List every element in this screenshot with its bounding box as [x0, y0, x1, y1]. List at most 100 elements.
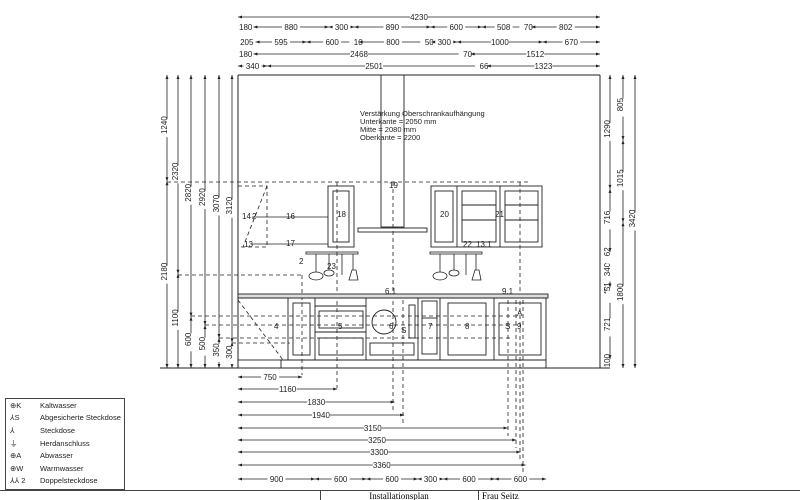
- label-13-1: 13.1: [476, 240, 492, 249]
- legend-label: Abwasser: [40, 451, 73, 461]
- dimension-value: 180: [239, 50, 253, 59]
- label-21: 21: [495, 210, 504, 219]
- note-line: Mitte = 2080 mm: [360, 125, 416, 134]
- label-16: 16: [286, 212, 295, 221]
- dimension-value: 750: [263, 373, 277, 382]
- dimension-label-bg: [282, 23, 301, 31]
- waste-water-icon: ⊕A: [10, 451, 22, 461]
- dimension-value: 3420: [628, 209, 637, 227]
- dimension-label-bg: [243, 62, 262, 70]
- utensil-rails: [305, 251, 483, 281]
- dimension-label-bg: [174, 311, 182, 330]
- dimension-value: 1240: [160, 116, 169, 134]
- note-title: Verstärkung Oberschrankaufhängung: [360, 109, 485, 118]
- dimension-value: 600: [334, 475, 348, 484]
- dimension-value: 300: [225, 345, 234, 359]
- secured-socket-icon: ⅄S: [10, 413, 20, 423]
- dimension-value: 350: [212, 343, 221, 357]
- label-4: 4: [274, 322, 279, 331]
- dimension-value: 62: [603, 247, 612, 256]
- note-line: Unterkante = 2050 mm: [360, 117, 437, 126]
- dimension-value: 100: [603, 353, 612, 367]
- dimension-value: 50: [425, 38, 434, 47]
- plan-title: Installationsplan: [320, 491, 474, 500]
- legend-item: ⅄⅄ 2 Doppelsteckdose: [6, 475, 124, 488]
- dimension-label-bg: [331, 475, 350, 483]
- note-line: Oberkante = 2200: [360, 133, 420, 142]
- dimension-value: 670: [565, 38, 579, 47]
- dimension-label-bg: [458, 50, 477, 58]
- dimension-value: 1940: [312, 411, 330, 420]
- dimension-value: 340: [246, 62, 260, 71]
- dimension-label-bg: [365, 62, 384, 70]
- dimension-value: 600: [514, 475, 528, 484]
- dimension-value: 340: [603, 262, 612, 276]
- legend-item: ⏚ Herdanschluss: [6, 437, 124, 450]
- dimension-label-bg: [312, 411, 331, 419]
- dimension-label-bg: [562, 38, 581, 46]
- dimension-label-bg: [323, 38, 342, 46]
- dimension-value: 600: [184, 332, 193, 346]
- dimension-value: 1323: [534, 62, 552, 71]
- dimension-label-bg: [606, 245, 614, 264]
- dimension-label-bg: [174, 165, 182, 184]
- dimension-value: 3300: [370, 448, 388, 457]
- dimension-label-bg: [215, 344, 223, 363]
- label-a-waste: A: [517, 309, 523, 318]
- dimension-label-bg: [435, 38, 454, 46]
- label-9-1: 9.1: [502, 287, 514, 296]
- dimension-value: 1015: [616, 169, 625, 187]
- dimension-value: 300: [424, 475, 438, 484]
- dimension-value: 2920: [198, 188, 207, 206]
- double-socket-icon: ⅄⅄ 2: [10, 476, 26, 486]
- dimension-value: 1100: [171, 309, 180, 327]
- dimension-value: 3070: [212, 194, 221, 212]
- dimension-value: 66: [480, 62, 489, 71]
- dimension-label-bg: [215, 197, 223, 216]
- shelf-lines: [252, 216, 328, 245]
- dimension-label-bg: [228, 346, 236, 365]
- dimension-label-bg: [410, 13, 428, 21]
- dimension-value: 3150: [364, 424, 382, 433]
- label-20: 20: [440, 210, 449, 219]
- label-6: 6: [389, 322, 394, 331]
- dimension-label-bg: [372, 461, 391, 469]
- dimension-label-bg: [187, 333, 195, 352]
- dimension-value: 2180: [160, 262, 169, 280]
- dimension-label-bg: [163, 119, 171, 138]
- legend-label: Kaltwasser: [40, 400, 77, 410]
- dimension-value: 10: [354, 38, 363, 47]
- dimension-value: 890: [386, 23, 400, 32]
- legend-label: Herdanschluss: [40, 438, 90, 448]
- dimension-label-bg: [201, 191, 209, 210]
- dimension-value: 600: [462, 475, 476, 484]
- dimension-value: 500: [198, 336, 207, 350]
- dimension-label-bg: [236, 23, 255, 31]
- dimension-label-bg: [332, 23, 351, 31]
- dimension-value: 2468: [350, 50, 368, 59]
- label-6-1: 6.1: [385, 287, 397, 296]
- dimension-value: 508: [497, 23, 511, 32]
- dimension-label-bg: [606, 263, 614, 282]
- dimension-value: 300: [438, 38, 452, 47]
- title-block: Installationsplan Frau Seitz: [0, 490, 800, 500]
- legend-label: Doppelsteckdose: [40, 476, 98, 486]
- dimension-label-bg: [519, 23, 538, 31]
- dimension-label-bg: [368, 436, 387, 444]
- dimension-value: 1800: [616, 283, 625, 301]
- dimension-value: 300: [335, 23, 349, 32]
- label-8: 8: [465, 322, 470, 331]
- dimension-value: 805: [616, 97, 625, 111]
- dimension-value: 70: [463, 50, 472, 59]
- hot-water-icon: ⊕W: [10, 463, 24, 473]
- stove-connection-icon: ⏚: [10, 438, 18, 448]
- upper-cabinets: [327, 185, 543, 248]
- dimension-label-bg: [534, 62, 553, 70]
- dimension-value: 802: [559, 23, 573, 32]
- dimension-label-bg: [163, 265, 171, 284]
- dimension-label-bg: [383, 23, 402, 31]
- legend-label: Abgesicherte Steckdose: [40, 413, 121, 423]
- label-7: 7: [428, 322, 433, 331]
